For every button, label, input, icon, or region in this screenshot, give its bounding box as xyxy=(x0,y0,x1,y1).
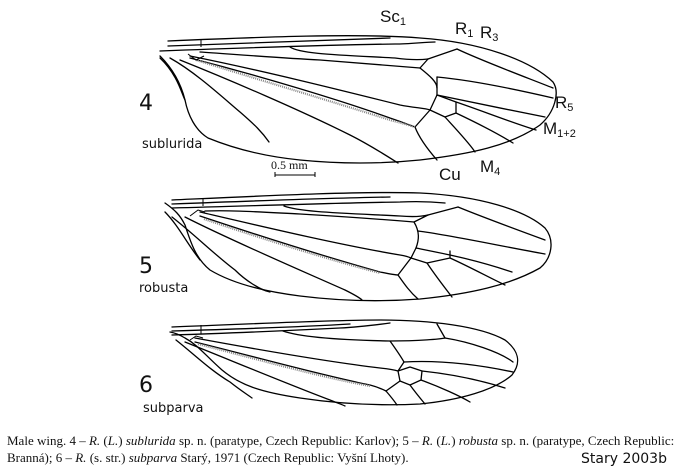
vein-label-sc1: Sc1 xyxy=(380,7,406,28)
wing-5-drawing xyxy=(164,191,552,302)
vein-label-r5: R5 xyxy=(555,93,574,114)
vein-label-m1-2: M1+2 xyxy=(543,119,576,140)
vein-label-r1: R1 xyxy=(455,19,474,40)
species-label-subparva: subparva xyxy=(143,401,204,416)
vein-label-cu: Cu xyxy=(439,165,461,184)
scale-bar-label: 0.5 mm xyxy=(271,158,308,172)
figure-caption: Male wing. 4 – R. (L.) sublurida sp. n. … xyxy=(7,433,675,465)
scale-bar xyxy=(274,172,316,177)
source-credit: Stary 2003b xyxy=(581,451,667,467)
figure-number-6: 6 xyxy=(139,373,153,398)
wing-drawings xyxy=(159,35,557,407)
figure-number-5: 5 xyxy=(139,254,153,279)
wing-4-drawing xyxy=(159,35,557,164)
vein-label-r3: R3 xyxy=(480,23,499,44)
wing-6-drawing xyxy=(169,319,519,407)
species-label-sublurida: sublurida xyxy=(142,137,203,152)
vein-label-m4: M4 xyxy=(480,157,501,178)
figure-number-4: 4 xyxy=(139,91,153,116)
species-label-robusta: robusta xyxy=(139,281,189,296)
